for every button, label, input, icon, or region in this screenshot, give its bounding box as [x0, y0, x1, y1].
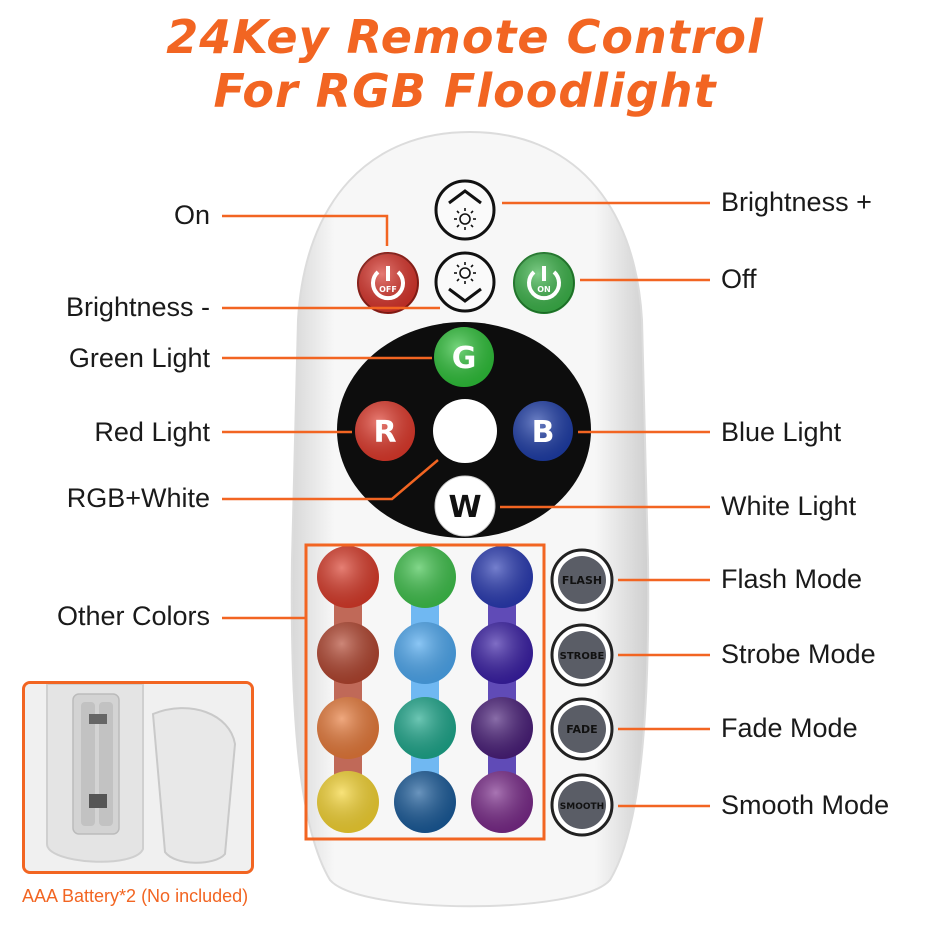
power-on-button: ON	[513, 252, 575, 314]
color-button-shade	[394, 546, 456, 608]
color-button-shade	[317, 546, 379, 608]
label-brightness-plus: Brightness +	[721, 187, 872, 217]
other-colors-frame	[304, 543, 546, 841]
color-button-shade	[471, 697, 533, 759]
page-title-line2: For RGB Floodlight	[213, 64, 717, 118]
color-strip	[411, 577, 439, 802]
color-button-shade	[317, 622, 379, 684]
blue-light-button: B	[513, 401, 573, 461]
label-flash-mode: Flash Mode	[721, 564, 863, 594]
label-on: On	[173, 200, 210, 230]
brightness-down-button	[434, 251, 496, 313]
leader-rgb-white	[222, 459, 439, 501]
color-button-shade	[317, 697, 379, 759]
battery-compartment-photo	[22, 681, 254, 874]
label-green-light: Green Light	[68, 343, 210, 373]
color-button-shade	[317, 771, 379, 833]
leader-lines	[222, 201, 710, 808]
sun-icon	[454, 262, 476, 284]
power-off-label: OFF	[379, 285, 397, 294]
smooth-button-label: SMOOTH	[560, 802, 604, 812]
battery-compartment-illustration	[25, 684, 251, 871]
label-red-light: Red Light	[94, 417, 210, 447]
color-button-shade	[394, 697, 456, 759]
brightness-up-button	[434, 179, 496, 241]
sun-icon	[454, 208, 476, 230]
white-button-label: W	[448, 490, 481, 525]
color-button-shade	[471, 622, 533, 684]
color-button-shade	[394, 771, 456, 833]
power-icon	[527, 270, 561, 301]
flash-mode-button: FLASH	[550, 548, 614, 612]
label-rgb-white: RGB+White	[66, 483, 210, 513]
fade-mode-button: FADE	[550, 697, 614, 761]
color-button-shade	[394, 622, 456, 684]
red-light-button: R	[355, 401, 415, 461]
leader-on	[222, 214, 389, 246]
label-white-light: White Light	[721, 491, 857, 521]
rgb-white-button	[433, 399, 497, 463]
label-blue-light: Blue Light	[721, 417, 842, 447]
smooth-mode-button: SMOOTH	[550, 773, 614, 837]
strobe-mode-button: STROBE	[550, 623, 614, 687]
green-light-button: G	[434, 327, 494, 387]
power-off-button: OFF	[357, 252, 419, 314]
label-other-colors: Other Colors	[56, 601, 210, 631]
label-off: Off	[721, 264, 757, 294]
green-button-label: G	[452, 341, 477, 376]
power-icon	[371, 270, 405, 301]
fade-button-label: FADE	[566, 723, 597, 736]
other-colors-grid	[317, 546, 533, 833]
power-on-label: ON	[537, 285, 551, 294]
label-fade-mode: Fade Mode	[721, 713, 858, 743]
blue-button-label: B	[532, 415, 555, 450]
label-strobe-mode: Strobe Mode	[721, 639, 876, 669]
red-button-label: R	[373, 415, 396, 450]
color-strip	[488, 577, 516, 802]
color-button-shade	[471, 771, 533, 833]
strobe-button-label: STROBE	[560, 651, 605, 662]
page-title-line1: 24Key Remote Control	[166, 10, 764, 64]
white-light-button: W	[434, 475, 496, 537]
color-button-shade	[471, 546, 533, 608]
label-smooth-mode: Smooth Mode	[721, 790, 890, 820]
flash-button-label: FLASH	[562, 574, 602, 587]
color-strip	[334, 577, 362, 802]
label-brightness-minus: Brightness -	[65, 292, 210, 322]
battery-caption: AAA Battery*2 (No included)	[22, 886, 249, 906]
